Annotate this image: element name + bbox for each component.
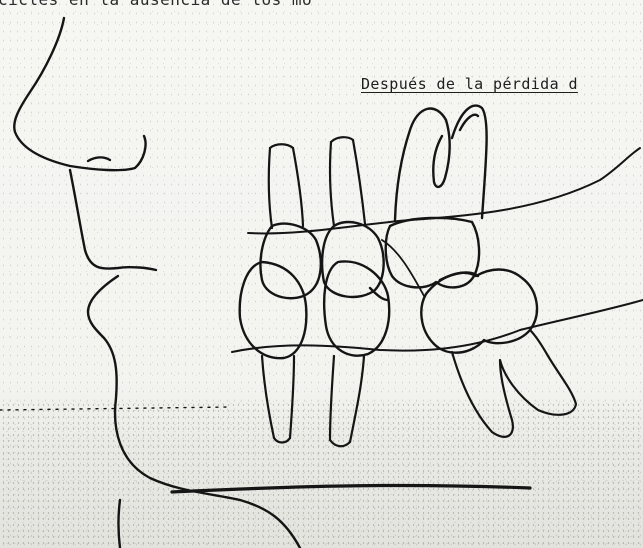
upper-gum-line [248,148,640,233]
lower-lip-line [88,276,118,338]
forehead-nose-line [14,18,145,170]
nostril-line [88,157,110,161]
face-profile [14,18,530,548]
lower-molar-roots [452,330,576,437]
lower-lateral-crown [324,261,389,355]
lower-molar-crown [421,270,537,353]
lower-central-crown [240,262,307,358]
upper-crowns [260,106,486,299]
lower-roots [262,330,576,446]
lower-gum-line [232,300,643,352]
upper-premolar-root-2 [452,106,487,218]
upper-premolar-root [395,109,450,220]
upper-lip-line [70,170,156,270]
upper-lateral-crown [322,222,384,297]
jaw-base-line [172,485,530,492]
lower-crowns [240,261,537,358]
neck-line [119,500,121,548]
upper-central-crown [260,224,320,299]
gum-lines [232,148,643,352]
upper-incisor-roots [269,137,365,228]
chin-jaw-line [104,338,300,548]
upper-premolar [386,218,479,288]
upper-premolar-root-3 [460,115,478,130]
